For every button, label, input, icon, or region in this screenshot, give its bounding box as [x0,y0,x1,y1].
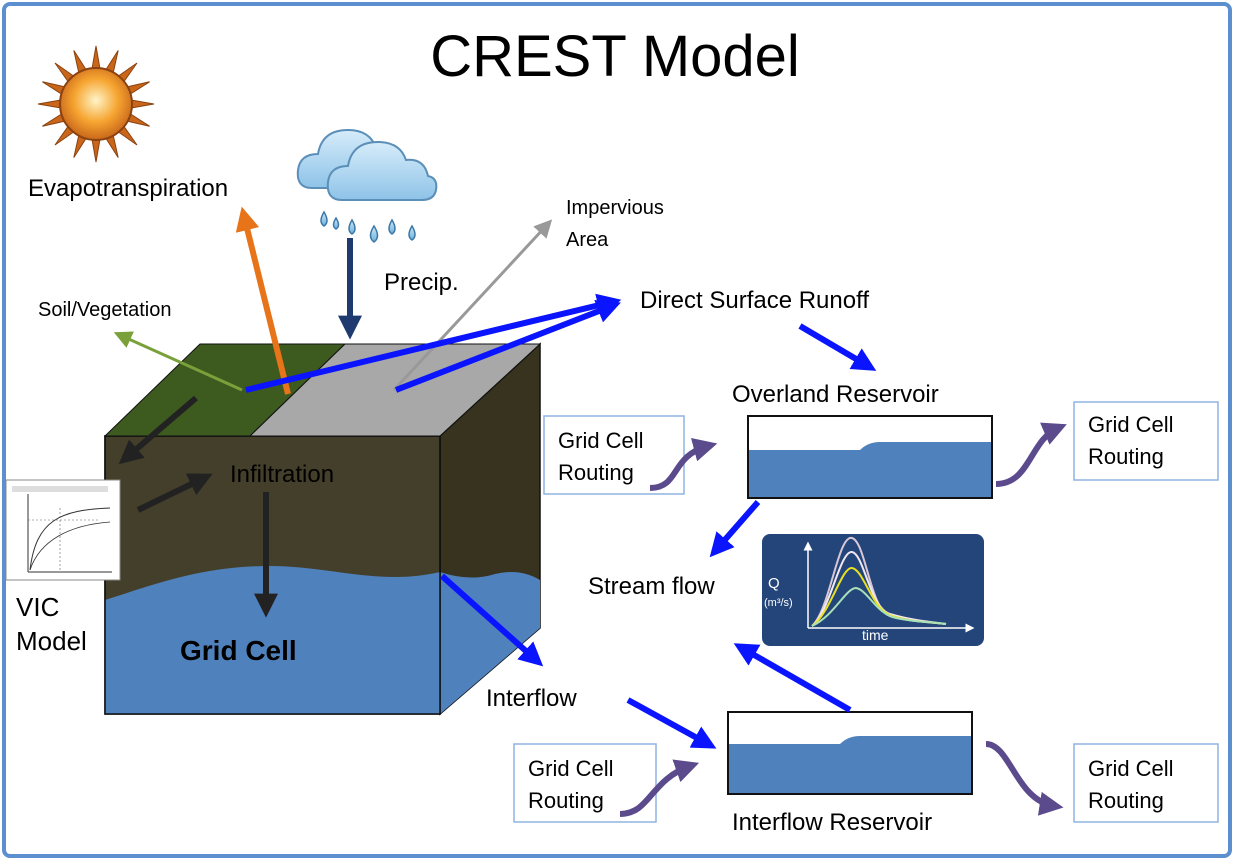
label-impervious-line2: Area [566,229,609,251]
vic-to-infiltration-arrow [136,473,213,513]
routing-line2: Routing [1088,788,1164,813]
label-soil-vegetation: Soil/Vegetation [38,299,171,321]
routing-out-overland-arrow [995,422,1067,487]
interflow-arrow [440,573,544,667]
routing-line1: Grid Cell [558,428,644,453]
routing-line1: Grid Cell [1088,412,1174,437]
sun-icon [37,45,155,163]
grid-cell-block [103,342,542,716]
diagram-title: CREST Model [430,24,800,89]
interflow-reservoir [727,711,973,795]
label-interflow: Interflow [486,685,577,712]
routing-line2: Routing [1088,444,1164,469]
routing-box-overland-out: Grid Cell Routing [1073,401,1219,481]
routing-line1: Grid Cell [1088,756,1174,781]
interflow-to-streamflow-arrow [733,643,852,713]
overland-reservoir [747,415,993,499]
label-interflow-reservoir: Interflow Reservoir [732,809,932,836]
label-evapotranspiration: Evapotranspiration [28,175,228,202]
routing-in-interflow-arrow [619,759,700,817]
routing-box-overland-in: Grid Cell Routing [543,415,685,495]
block-side-water [440,572,540,714]
runoff-arrow [245,293,622,393]
impervious-arrow [392,219,553,392]
hydrograph-curve [811,586,947,627]
block-front-water [105,566,440,714]
label-vic-line2: Model [16,626,87,656]
routing-line2: Routing [528,788,604,813]
runoff-to-overland-arrow [798,323,877,371]
routing-line1: Grid Cell [528,756,614,781]
label-impervious-line1: Impervious [566,197,664,219]
overland-to-streamflow-arrow [709,500,761,558]
routing-in-overland-arrow [649,438,718,491]
label-grid-cell: Grid Cell [180,635,297,666]
hydrograph-x-label: time [862,627,889,643]
routing-line2: Routing [558,460,634,485]
label-direct-surface-runoff: Direct Surface Runoff [640,287,869,314]
hydrograph-y-unit: (m³/s) [764,597,793,609]
label-vic-line1: VIC [16,592,59,622]
interflow-to-reservoir-arrow [626,697,717,749]
label-precip: Precip. [384,269,459,296]
soil-vegetation-arrow [113,331,243,392]
rain-cloud-icon [296,128,438,243]
evapotranspiration-arrow [235,206,291,395]
soil-to-vic-arrow [118,395,198,465]
label-stream-flow: Stream flow [588,573,715,600]
vic-model-thumbnail [5,479,121,581]
hydrograph-y-label: Q [768,575,780,592]
impervious-runoff-arrow [394,300,621,393]
routing-box-interflow-out: Grid Cell Routing [1073,743,1219,823]
hydrograph-inset: Q (m³/s) time [762,534,984,646]
label-overland-reservoir: Overland Reservoir [732,381,939,408]
routing-out-interflow-arrow [985,741,1064,816]
label-infiltration: Infiltration [230,461,334,488]
